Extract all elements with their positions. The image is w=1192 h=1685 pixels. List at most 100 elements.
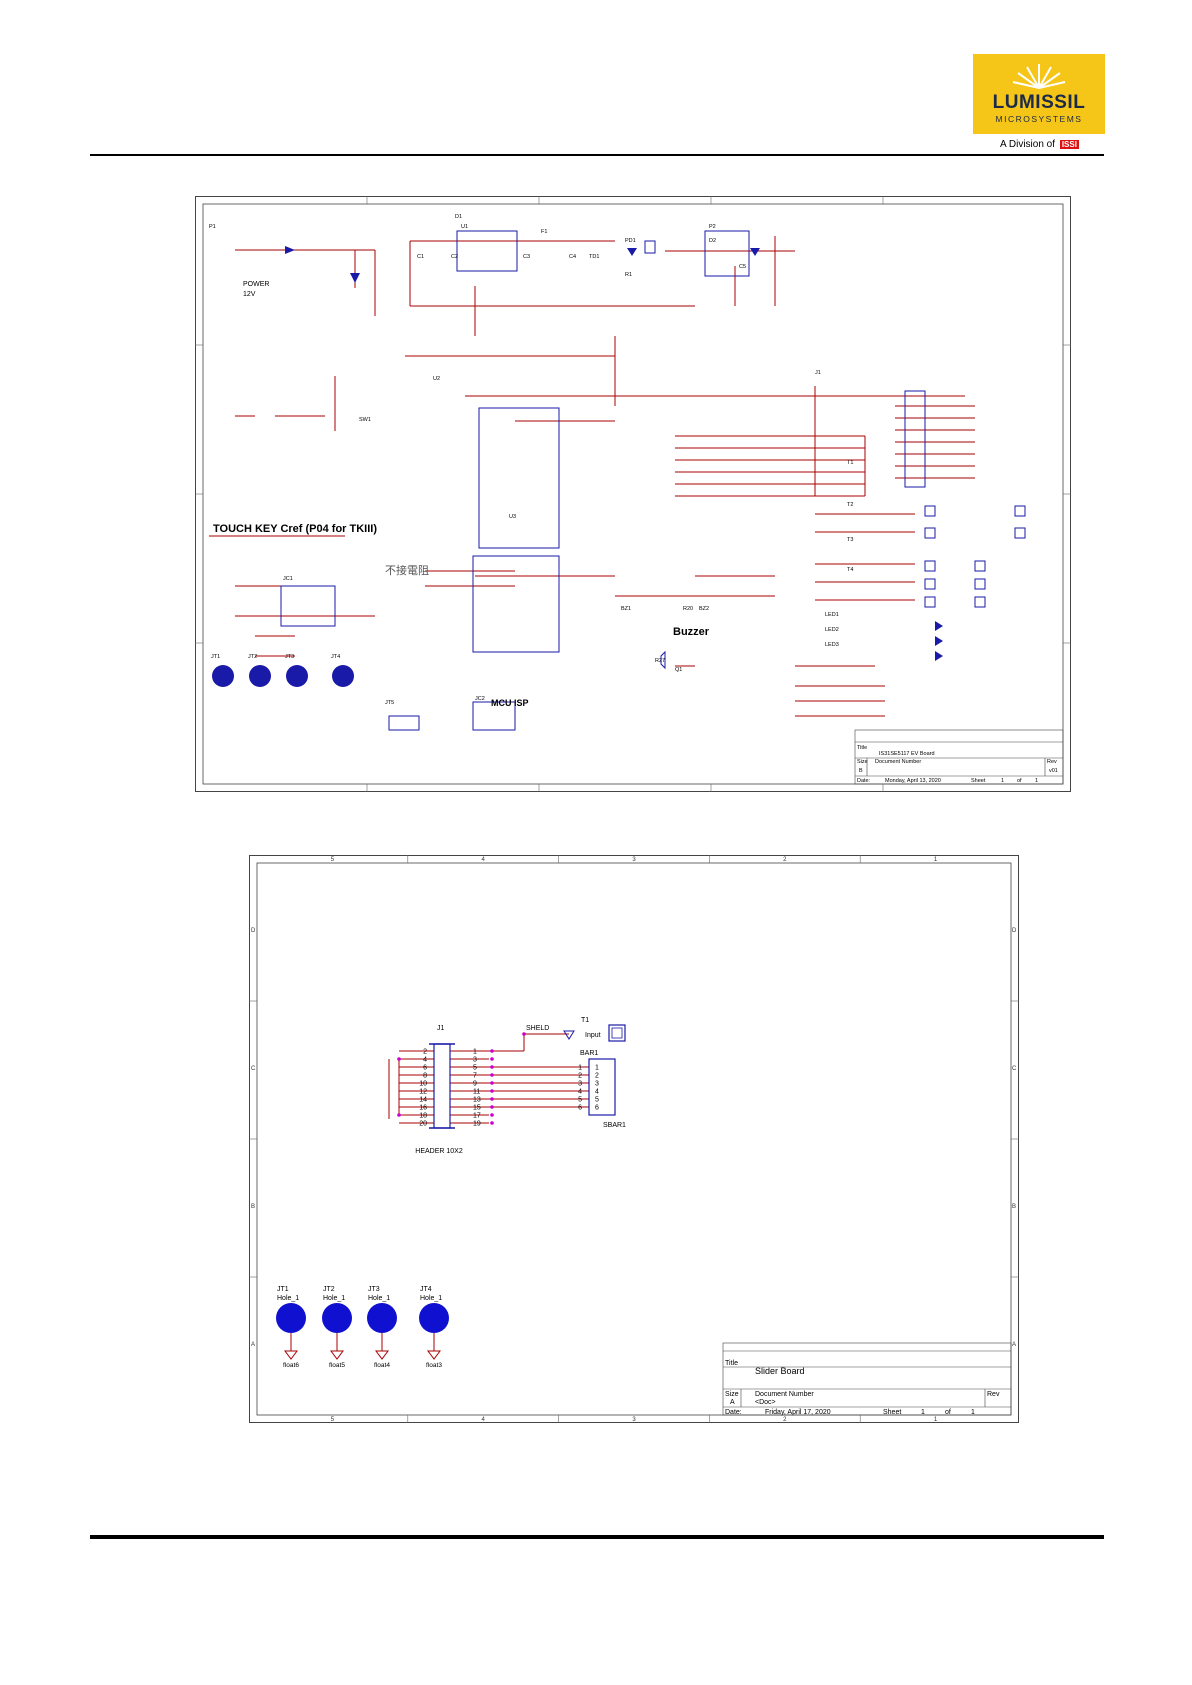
ev-rev: v01 [1049, 768, 1058, 774]
junction-dot [490, 1065, 494, 1069]
ref-label: JT5 [385, 700, 394, 706]
hole-net: float4 [374, 1362, 390, 1369]
ref-label: U3 [509, 514, 516, 520]
connector-name: HEADER 10X2 [415, 1148, 463, 1155]
pin-number: 20 [419, 1121, 427, 1128]
hole-pad [367, 1303, 397, 1333]
hole-value: Hole_1 [420, 1295, 442, 1302]
hole-net: float3 [426, 1362, 442, 1369]
ref-label: TD1 [589, 254, 599, 260]
ref-label: C1 [417, 254, 424, 260]
pin-number: 7 [473, 1073, 477, 1080]
voltage-label: 12V [243, 291, 256, 298]
sb-of-label: of [945, 1409, 951, 1416]
pin-number: 1 [473, 1049, 477, 1056]
col-label: 2 [783, 857, 787, 863]
sb-title: Slider Board [755, 1366, 805, 1376]
sb-date-label: Date: [725, 1409, 742, 1416]
pin-number: 15 [473, 1105, 481, 1112]
no-resistor-note: 不接電阻 [385, 564, 429, 577]
ref-label: C2 [451, 254, 458, 260]
ev-docnum-label: Document Number [875, 759, 921, 765]
ref-label: J1 [815, 370, 821, 376]
division-note: A Division of ISSI [1000, 139, 1079, 150]
pin-number: 8 [423, 1073, 427, 1080]
bar-pin-number: 6 [578, 1105, 582, 1112]
t1-ref: T1 [581, 1017, 589, 1024]
ref-label: C5 [739, 264, 746, 270]
logo-subtitle: MICROSYSTEMS [995, 114, 1083, 124]
junction-dot [490, 1121, 494, 1125]
ref-label: P2 [709, 224, 716, 230]
bar-ref: BAR1 [580, 1050, 598, 1057]
bar-pin-number: 3 [578, 1081, 582, 1088]
ref-label: JT1 [211, 654, 220, 660]
pin-number: 10 [419, 1081, 427, 1088]
bar-pin-number: 5 [595, 1097, 599, 1104]
junction-dot [490, 1057, 494, 1061]
touch-pad-t1: SHELD T1 Input [526, 1017, 626, 1042]
col-label: 3 [632, 1417, 636, 1423]
ground-symbol [330, 1350, 344, 1360]
hole-pad [419, 1303, 449, 1333]
sunburst-icon [1012, 64, 1066, 89]
hole-value: Hole_1 [323, 1295, 345, 1302]
schematic-ev-board: POWER 12V TOUCH KEY Cref (P04 for TKIII)… [195, 196, 1071, 792]
hole-value: Hole_1 [368, 1295, 390, 1302]
pin-number: 9 [473, 1081, 477, 1088]
pin-number: 2 [423, 1049, 427, 1056]
bar-pin-number: 4 [578, 1089, 582, 1096]
row-label: C [1012, 1066, 1017, 1072]
ref-label: BZ2 [699, 606, 709, 612]
pin-number: 12 [419, 1089, 427, 1096]
sb-title-label: Title [725, 1360, 738, 1367]
junction-dot [490, 1089, 494, 1093]
ref-label: R20 [683, 606, 693, 612]
pin-number: 14 [419, 1097, 427, 1104]
sb-rev-label: Rev [987, 1391, 1000, 1398]
sb-date: Friday, April 17, 2020 [765, 1409, 831, 1416]
ref-label: LED1 [825, 612, 839, 618]
ref-label: PD1 [625, 238, 636, 244]
junction-dot [397, 1057, 401, 1061]
ref-label: JT2 [248, 654, 257, 660]
footer-rule [90, 1535, 1104, 1539]
col-label: 1 [934, 1417, 938, 1423]
bar-pin-number: 1 [595, 1065, 599, 1072]
ground-symbol [427, 1350, 441, 1360]
bar-pin-number: 3 [595, 1081, 599, 1088]
t1-input-label: Input [585, 1032, 601, 1039]
ref-label: T4 [847, 567, 853, 573]
pin-number: 17 [473, 1113, 481, 1120]
ev-size: B [859, 768, 863, 774]
ground-symbol [284, 1350, 298, 1360]
ref-label: U2 [433, 376, 440, 382]
ref-label: LED2 [825, 627, 839, 633]
row-label: B [1012, 1204, 1016, 1210]
ref-label: JT4 [331, 654, 340, 660]
ref-label: R27 [655, 658, 665, 664]
ev-rev-label: Rev [1047, 759, 1057, 765]
ev-of-label: of [1017, 778, 1022, 784]
sb-sheet: 1 [921, 1409, 925, 1416]
col-label: 5 [331, 857, 335, 863]
junction-dot [490, 1097, 494, 1101]
junction-dot [490, 1049, 494, 1053]
ref-label: JC2 [475, 696, 485, 702]
col-label: 3 [632, 857, 636, 863]
ev-date-label: Date: [857, 778, 871, 784]
bar-pin-number: 1 [578, 1065, 582, 1072]
junction-dot [397, 1113, 401, 1117]
ref-label: C4 [569, 254, 576, 260]
pin-number: 18 [419, 1113, 427, 1120]
ref-label: Q1 [675, 667, 682, 673]
col-label: 2 [783, 1417, 787, 1423]
touch-key-label: TOUCH KEY Cref (P04 for TKIII) [213, 523, 377, 535]
junction-dot [490, 1081, 494, 1085]
components [280, 230, 1026, 731]
bar-pin-number: 2 [595, 1073, 599, 1080]
issi-badge: ISSI [1059, 140, 1079, 149]
col-label: 1 [934, 857, 938, 863]
